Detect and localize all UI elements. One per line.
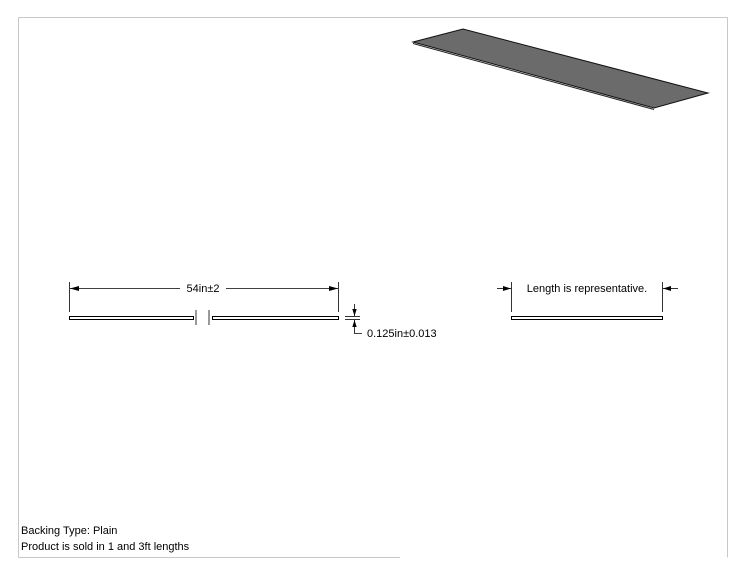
backing-type-note: Backing Type: Plain <box>21 525 118 537</box>
strip-top-face <box>411 28 710 109</box>
strip-side <box>511 316 663 320</box>
front-view <box>69 310 339 325</box>
length-dimension <box>69 282 339 312</box>
lengths-note: Product is sold in 1 and 3ft lengths <box>21 541 190 553</box>
length-dimension-label: 54in±2 <box>187 283 220 295</box>
sheet-border <box>18 17 728 558</box>
strip-right-segment <box>212 316 339 320</box>
representative-note: Length is representative. <box>527 283 647 295</box>
isometric-view <box>411 28 710 110</box>
thickness-dimension-label: 0.125in±0.013 <box>367 328 437 340</box>
thickness-dimension <box>345 304 362 334</box>
representative-dimension <box>497 282 678 312</box>
strip-edge <box>412 43 655 110</box>
side-view <box>511 316 663 320</box>
strip-left-segment <box>69 316 194 320</box>
